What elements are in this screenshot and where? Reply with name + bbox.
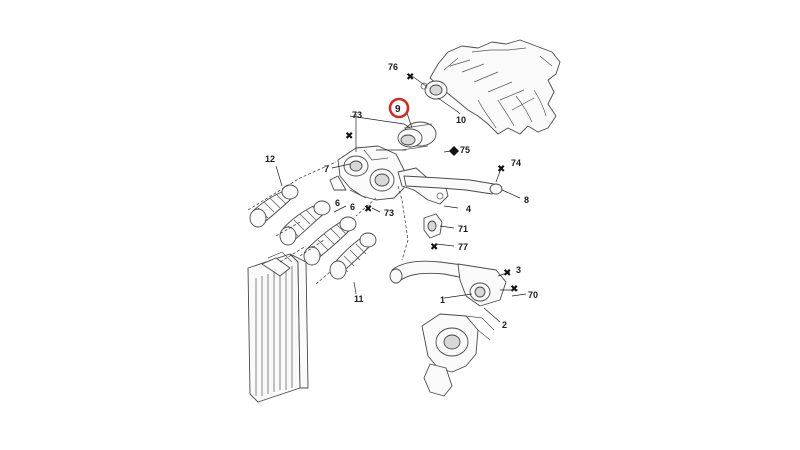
part-6a-hose[interactable] — [279, 200, 331, 246]
cross-marker-3: ✖ — [503, 268, 511, 279]
callout-75: 75 — [460, 145, 470, 155]
callout-1: 1 — [440, 295, 445, 305]
svg-text:✖: ✖ — [364, 204, 372, 215]
intake-manifold[interactable] — [429, 39, 561, 135]
svg-text:✖: ✖ — [430, 242, 438, 253]
svg-text:✖: ✖ — [345, 131, 353, 142]
highlight-ring-part-9 — [388, 97, 410, 119]
leader-lines — [275, 75, 527, 323]
cross-marker-73b: ✖ — [364, 204, 372, 215]
assembly-guide-lines — [247, 161, 409, 285]
callout-7: 7 — [324, 164, 329, 174]
part-9-sleeve[interactable] — [397, 121, 437, 151]
callout-77: 77 — [458, 242, 468, 252]
cross-marker-70: ✖ — [510, 284, 518, 295]
part-6b-hose[interactable] — [303, 216, 357, 266]
callout-9[interactable]: 9 — [395, 104, 401, 115]
cross-marker-77: ✖ — [430, 242, 438, 253]
callout-74: 74 — [511, 158, 521, 168]
svg-text:✖: ✖ — [406, 72, 414, 83]
callout-2: 2 — [502, 320, 507, 330]
callout-4: 4 — [466, 204, 471, 214]
svg-text:✖: ✖ — [510, 284, 518, 295]
part-8-pipe[interactable] — [403, 175, 503, 195]
callout-6-left: 6 — [335, 198, 340, 208]
callout-71: 71 — [458, 224, 468, 234]
part-11-hose[interactable] — [329, 232, 377, 280]
cross-marker-76: ✖ — [406, 72, 414, 83]
callout-73-top: 73 — [352, 110, 362, 120]
diamond-marker-icon — [449, 146, 459, 156]
svg-text:✖: ✖ — [503, 268, 511, 279]
part-7-throttle-body[interactable] — [329, 145, 405, 201]
callout-10: 10 — [456, 115, 466, 125]
callout-76: 76 — [388, 62, 398, 72]
cross-marker-73a: ✖ — [345, 131, 353, 142]
part-1-pipe[interactable] — [389, 260, 507, 307]
callout-6-right: 6 — [350, 202, 355, 212]
turbocharger[interactable] — [421, 313, 495, 397]
callout-12: 12 — [265, 154, 275, 164]
intercooler[interactable] — [247, 251, 309, 403]
callout-3: 3 — [516, 265, 521, 275]
callout-11: 11 — [354, 294, 364, 304]
part-12-hose[interactable] — [249, 184, 299, 228]
part-71-fitting[interactable] — [423, 213, 443, 239]
callout-73-mid: 73 — [384, 208, 394, 218]
callout-70: 70 — [528, 290, 538, 300]
manifold-flange[interactable] — [420, 80, 448, 100]
callout-8: 8 — [524, 195, 529, 205]
cross-marker-74: ✖ — [497, 164, 505, 175]
svg-text:✖: ✖ — [497, 164, 505, 175]
